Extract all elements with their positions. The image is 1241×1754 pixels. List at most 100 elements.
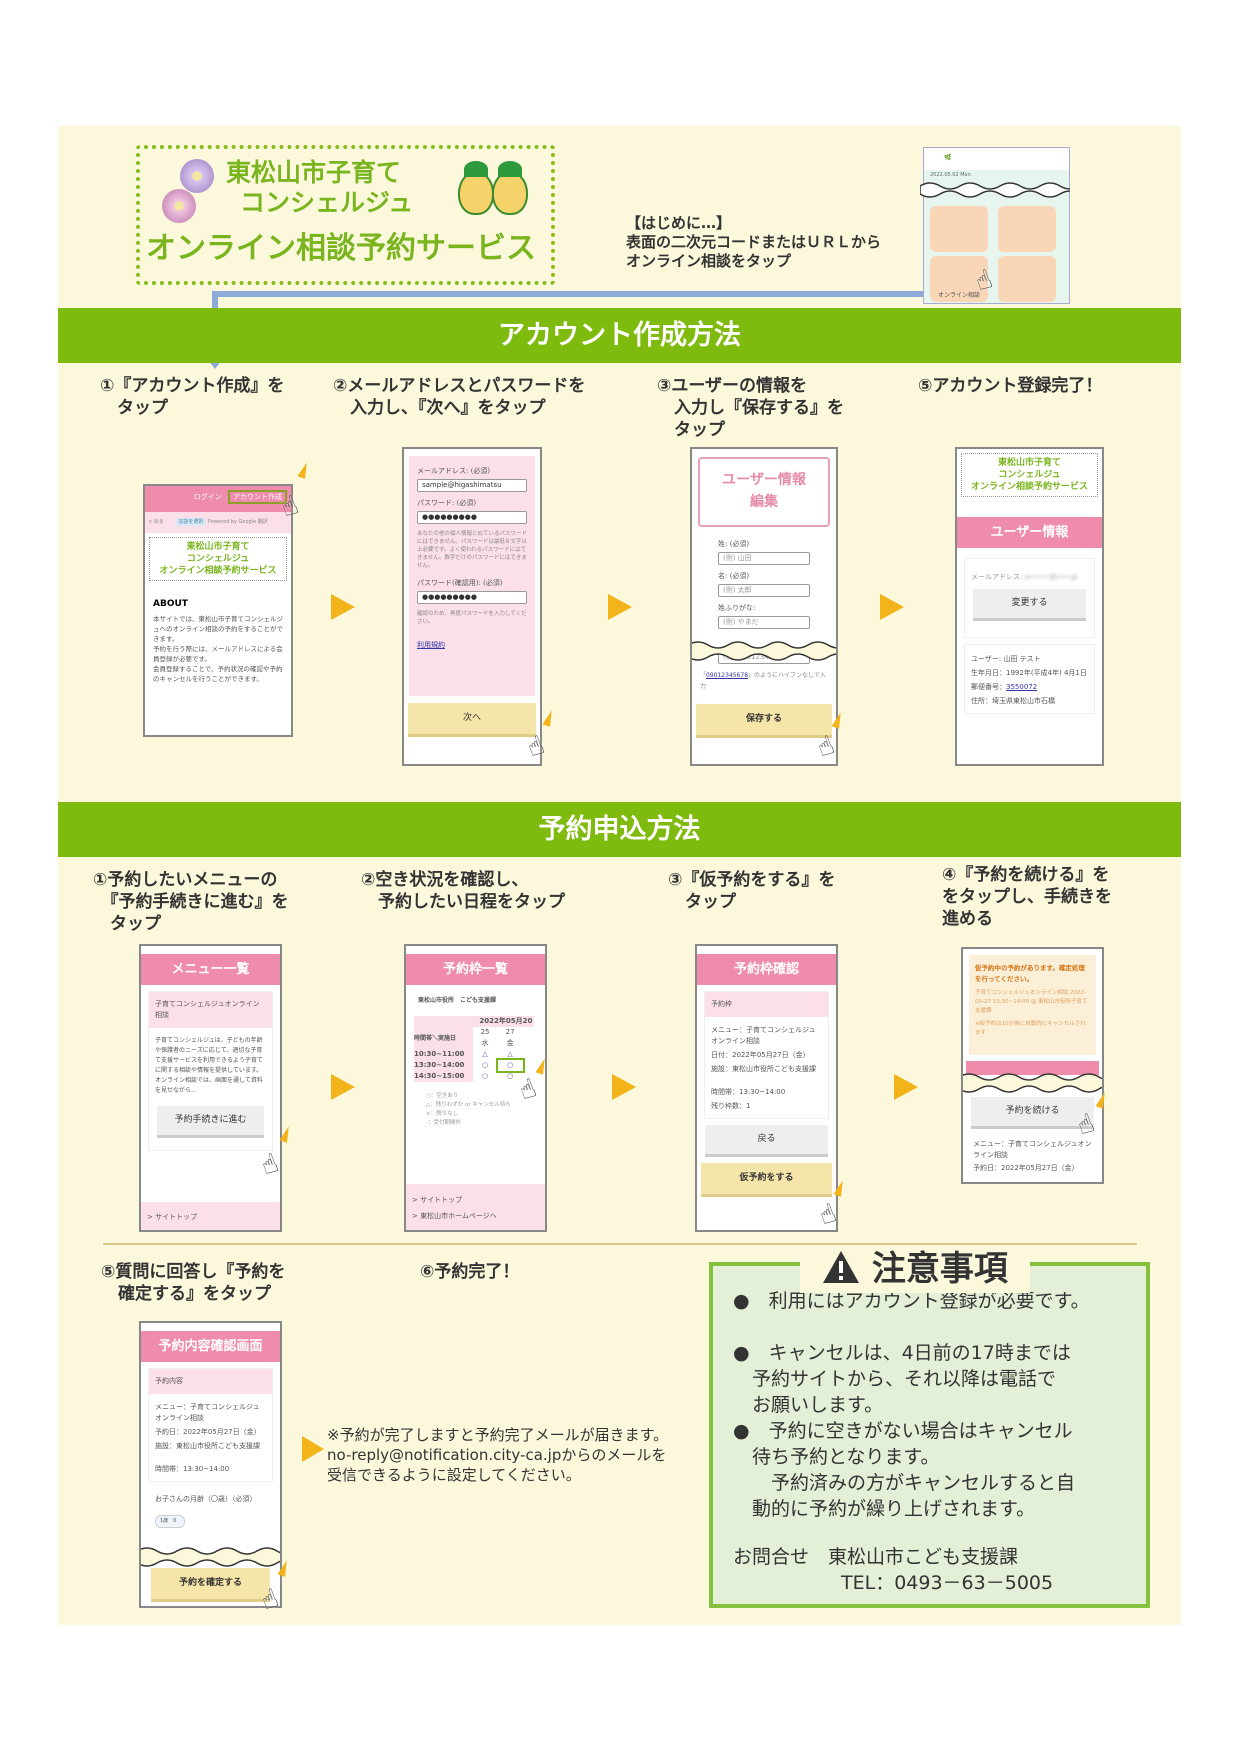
account-step-2-label: ②メールアドレスとパスワードを 入力し、『次へ』をタップ bbox=[333, 376, 586, 418]
back-link[interactable]: < 戻る bbox=[148, 519, 164, 525]
phone-continue-reservation: 仮予約中の予約があります。確定処理を行ってください。 子育てコンシェルジュオンラ… bbox=[961, 947, 1104, 1184]
menu-value: メニュー：子育てコンシェルジュオンライン相談 bbox=[973, 1140, 1092, 1159]
wave-break bbox=[692, 641, 836, 661]
site-logo: 東松山市子育てコンシェルジュオンライン相談予約サービス bbox=[961, 453, 1098, 497]
first-name-label: 名: (必須) bbox=[718, 572, 750, 580]
slot-cell[interactable]: △ bbox=[472, 1049, 498, 1060]
slot-card-title: 予約枠 bbox=[705, 992, 828, 1017]
birth-date: 生年月日：1992年(平成4年) 4月1日 bbox=[971, 669, 1087, 677]
next-arrow-icon bbox=[331, 594, 355, 620]
reserve-step-4-label: ④『予約を続ける』を をタップし、手続きを 進める bbox=[942, 865, 1112, 929]
table-row: 14:30~15:00○○ bbox=[414, 1071, 534, 1082]
password-input[interactable]: ●●●●●●●●● bbox=[417, 511, 527, 524]
intro-heading: 【はじめに…】 bbox=[626, 214, 732, 232]
next-arrow-icon bbox=[612, 1074, 636, 1100]
confirm-reservation-button[interactable]: 予約を確定する bbox=[151, 1568, 270, 1602]
reserve-step-3-label: ③『仮予約をする』を タップ bbox=[668, 870, 836, 912]
site-top-link[interactable]: > サイトトップ bbox=[412, 1196, 463, 1204]
portal-tile-online[interactable]: オンライン相談 bbox=[930, 256, 988, 302]
slot-cell[interactable]: ○ bbox=[472, 1071, 498, 1082]
terms-link[interactable]: 利用規約 bbox=[417, 641, 445, 649]
next-arrow-icon bbox=[880, 594, 904, 620]
peony-flower-icon bbox=[162, 189, 196, 223]
phone-top-page: ログイン アカウント作成 < 戻る 言語を選択 Powered by Googl… bbox=[143, 484, 293, 737]
slot-cell[interactable]: ○ bbox=[472, 1060, 498, 1071]
phone-note: 」のようにハイフンなしで入力 bbox=[700, 672, 826, 690]
account-step-1-label: ①『アカウント作成』を タップ bbox=[100, 376, 285, 418]
reserve-step-6-label: ⑥予約完了！ bbox=[420, 1262, 520, 1282]
menu-description: 子育てコンシェルジュは、子どもの年齢や保護者のニーズに応じて、適切な子育て支援サ… bbox=[155, 1037, 263, 1094]
title-line-2: コンシェルジュ bbox=[240, 188, 414, 217]
zip-link[interactable]: 3550072 bbox=[1006, 683, 1038, 691]
date-value: 予約日：2022年05月27日（金） bbox=[155, 1428, 261, 1436]
service-logo: 東松山市子育て コンシェルジュ オンライン相談予約サービス bbox=[136, 145, 555, 285]
phone-menu-list: メニュー一覧 子育てコンシェルジュオンライン相談 子育てコンシェルジュは、子ども… bbox=[139, 944, 282, 1232]
notice-item: ● 利用にはアカウント登録が必要です。 bbox=[733, 1290, 1090, 1312]
menu-value: メニュー：子育てコンシェルジュオンライン相談 bbox=[155, 1403, 260, 1422]
notice-item: ● 予約に空きがない場合はキャンセル 待ち予約となります。 予約済みの方がキャン… bbox=[733, 1420, 1076, 1520]
facility-name: 東松山市役所 こども支援課 bbox=[418, 997, 497, 1004]
menu-card-title: 子育てコンシェルジュオンライン相談 bbox=[149, 992, 272, 1028]
connector-line bbox=[212, 291, 923, 297]
proceed-reservation-button[interactable]: 予約手続きに進む bbox=[157, 1106, 264, 1138]
continue-reservation-button[interactable]: 予約を続ける bbox=[971, 1097, 1094, 1129]
provisional-reserve-button[interactable]: 仮予約をする bbox=[701, 1163, 832, 1197]
wave-break bbox=[141, 1547, 280, 1567]
notice-title-text: 注意事項 bbox=[871, 1249, 1008, 1289]
back-button[interactable]: 戻る bbox=[705, 1125, 828, 1157]
account-step-5-label: ⑤アカウント登録完了！ bbox=[918, 376, 1103, 396]
first-name-input[interactable]: (例) 太郎 bbox=[718, 584, 810, 597]
time-value: 時間帯：13:30~14:00 bbox=[155, 1465, 230, 1473]
last-name-input[interactable]: (例) 山田 bbox=[718, 552, 810, 565]
portal-tile[interactable] bbox=[998, 256, 1056, 302]
zip-label: 郵便番号： bbox=[971, 683, 1006, 691]
city-homepage-link[interactable]: > 東松山市ホームページへ bbox=[412, 1212, 497, 1220]
slot-cell[interactable]: ○ bbox=[497, 1071, 523, 1082]
about-text: 本サイトでは、東松山市子育てコンシェルジュへのオンライン相談の予約をすることがで… bbox=[153, 615, 283, 683]
phone-slot-confirm: 予約枠確認 予約枠 メニュー：子育てコンシェルジュオンライン相談 日付：2022… bbox=[695, 944, 838, 1232]
mascot-icon bbox=[458, 161, 494, 215]
last-name-label: 姓: (必須) bbox=[718, 540, 750, 548]
age-select[interactable]: 1歳 0 bbox=[155, 1515, 185, 1528]
title-line-3: オンライン相談予約サービス bbox=[146, 231, 536, 266]
slot-list-header: 予約枠一覧 bbox=[406, 954, 545, 985]
kana-input[interactable]: (例) やまだ bbox=[718, 616, 810, 629]
intro: 【はじめに…】 表面の二次元コードまたはＵＲＬから オンライン相談をタップ bbox=[626, 214, 881, 271]
notice-item: ● キャンセルは、4日前の17時までは 予約サイトから、それ以降は電話で お願い… bbox=[733, 1342, 1071, 1416]
phone-reservation-confirm: 予約内容確認画面 予約内容 メニュー：子育てコンシェルジュオンライン相談 予約日… bbox=[139, 1321, 282, 1608]
language-select[interactable]: 言語を選択 bbox=[175, 518, 207, 526]
notice-title: 注意事項 bbox=[800, 1245, 1030, 1293]
table-row: 10:30~11:00△△ bbox=[414, 1049, 534, 1060]
menu-list-header: メニュー一覧 bbox=[141, 954, 280, 985]
save-button[interactable]: 保存する bbox=[696, 704, 832, 738]
alert-note: ※仮予約は10分後に自動的にキャンセルされます bbox=[975, 1021, 1086, 1036]
user-edit-title: ユーザー情報 編集 bbox=[698, 457, 830, 527]
password-confirm-input[interactable]: ●●●●●●●●● bbox=[417, 591, 527, 604]
wave-break bbox=[963, 1073, 1102, 1093]
slot-cell-selected[interactable]: ○ bbox=[495, 1058, 525, 1073]
slot-cell[interactable]: △ bbox=[497, 1049, 523, 1060]
email-input[interactable]: sample@higashimatsu bbox=[417, 479, 527, 492]
next-button[interactable]: 次へ bbox=[408, 703, 536, 737]
menu-value: メニュー：子育てコンシェルジュオンライン相談 bbox=[711, 1026, 816, 1045]
next-arrow-icon bbox=[894, 1074, 918, 1100]
time-value: 時間帯：13:30~14:00 bbox=[711, 1088, 786, 1096]
login-link[interactable]: ログイン bbox=[193, 493, 222, 501]
change-button[interactable]: 変更する bbox=[973, 589, 1086, 621]
reserve-step-5-label: ⑤質問に回答し『予約を 確定する』をタップ bbox=[101, 1262, 286, 1304]
site-top-link[interactable]: > サイトトップ bbox=[141, 1202, 280, 1230]
portal-tile[interactable] bbox=[930, 206, 988, 252]
peony-flower-icon bbox=[180, 159, 214, 193]
section-header-account: アカウント作成方法 bbox=[58, 308, 1181, 363]
age-label: お子さんの月齢（〇歳）（必須） bbox=[155, 1495, 257, 1503]
site-logo: 東松山市子育てコンシェルジュオンライン相談予約サービス bbox=[149, 537, 287, 581]
phone-example-link[interactable]: 09012345678 bbox=[706, 672, 749, 679]
portal-tile[interactable] bbox=[998, 206, 1056, 252]
notice-box: ● 利用にはアカウント登録が必要です。 ● キャンセルは、4日前の17時までは … bbox=[709, 1262, 1150, 1608]
create-account-link[interactable]: アカウント作成 bbox=[228, 490, 287, 504]
account-step-3-label: ③ユーザーの情報を 入力し『保存する』を タップ bbox=[657, 376, 844, 440]
next-arrow-icon bbox=[331, 1074, 355, 1100]
portal-screenshot: 🌿 2022.05.02 Mon オンライン相談 ☝ bbox=[920, 147, 1070, 304]
